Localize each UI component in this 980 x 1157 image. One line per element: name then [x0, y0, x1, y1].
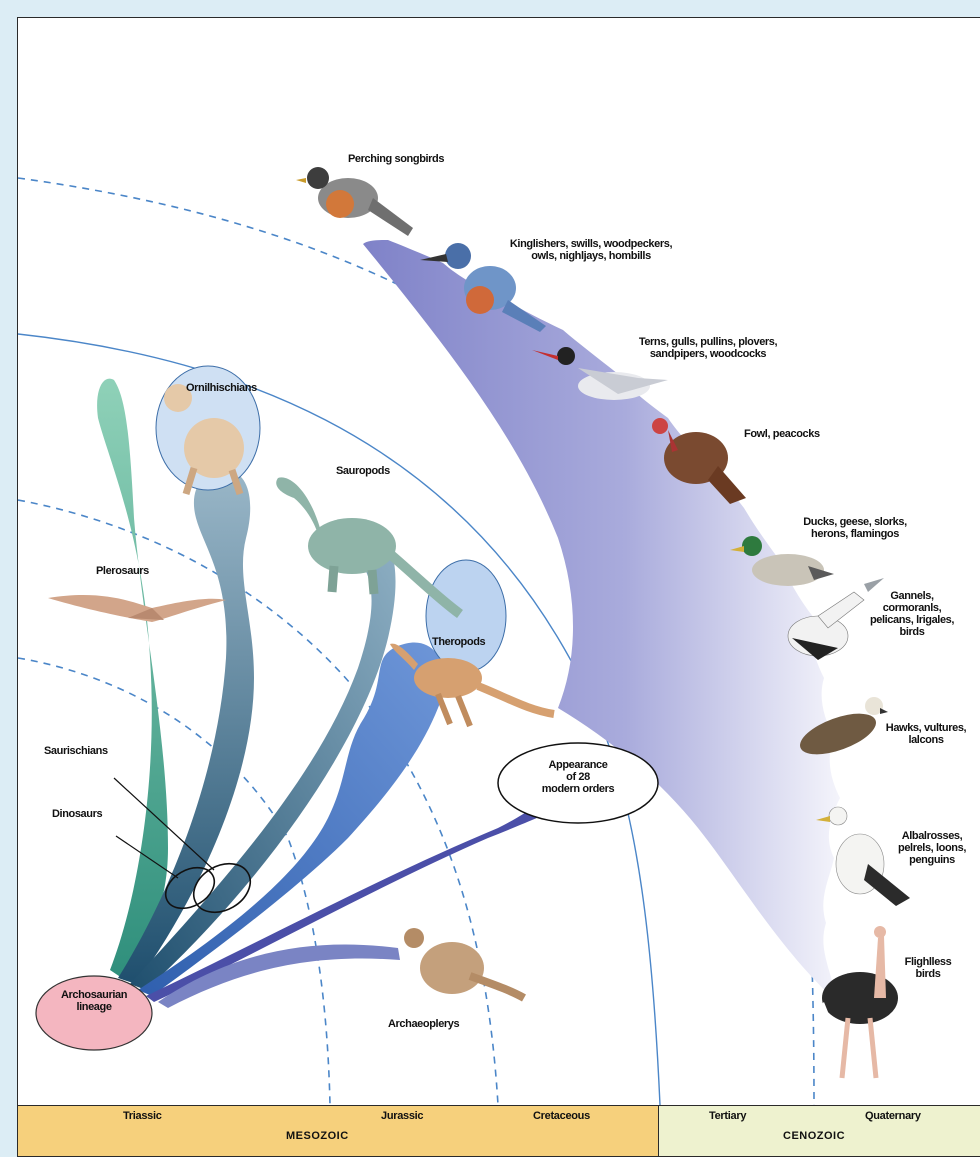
mesozoic-band: Triassic Jurassic Cretaceous MESOZOIC: [18, 1106, 659, 1157]
label-archosaurian: Archosaurian lineage: [38, 989, 150, 1013]
period-triassic: Triassic: [123, 1110, 162, 1122]
label-appearance: Appearance of 28 modern orders: [508, 759, 648, 795]
label-terns: Terns, gulls, pullins, plovers, sandpipe…: [608, 336, 808, 360]
label-theropods: Theropods: [432, 636, 485, 648]
archosaurian-bubble: [36, 976, 152, 1050]
label-line: pelicans, lrigales,: [850, 614, 974, 626]
period-tertiary: Tertiary: [709, 1110, 746, 1122]
label-line: sandpipers, woodcocks: [608, 348, 808, 360]
label-line: birds: [850, 626, 974, 638]
label-fowl: Fowl, peacocks: [744, 428, 820, 440]
theropod-bubble: [426, 560, 506, 672]
label-line: cormoranls,: [850, 602, 974, 614]
label-dinosaurs: Dinosaurs: [52, 808, 102, 820]
label-pterosaurs: Plerosaurs: [96, 565, 149, 577]
label-line: Kinglishers, swills, woodpeckers,: [486, 238, 696, 250]
label-line: lalcons: [874, 734, 978, 746]
label-line: penguins: [884, 854, 980, 866]
label-perching-songbirds: Perching songbirds: [348, 153, 444, 165]
label-sauropods: Sauropods: [336, 465, 390, 477]
label-line: pelrels, loons,: [884, 842, 980, 854]
label-line: Appearance: [508, 759, 648, 771]
label-line: herons, flamingos: [780, 528, 930, 540]
label-line: Gannels,: [850, 590, 974, 602]
label-line: of 28: [508, 771, 648, 783]
label-line: Albalrosses,: [884, 830, 980, 842]
label-line: birds: [888, 968, 968, 980]
era-cenozoic: CENOZOIC: [783, 1130, 845, 1142]
label-line: lineage: [38, 1001, 150, 1013]
period-cretaceous: Cretaceous: [533, 1110, 590, 1122]
pterosaur-branch: [97, 379, 168, 978]
label-line: modern orders: [508, 783, 648, 795]
period-quaternary: Quaternary: [865, 1110, 921, 1122]
cenozoic-band: Tertiary Quaternary CENOZOIC: [659, 1106, 980, 1157]
label-line: Hawks, vultures,: [874, 722, 978, 734]
label-line: Ducks, geese, slorks,: [780, 516, 930, 528]
archaeopteryx-figure: [404, 928, 524, 998]
label-line: Flighlless: [888, 956, 968, 968]
sauropod-figure: [276, 477, 460, 614]
label-gannets: Gannels, cormoranls, pelicans, lrigales,…: [850, 590, 974, 638]
label-line: Archosaurian: [38, 989, 150, 1001]
phylogeny-art: [18, 18, 980, 1105]
label-flightless: Flighlless birds: [888, 956, 968, 980]
pterosaur-figure: [48, 595, 226, 622]
label-saurischians: Saurischians: [44, 745, 108, 757]
label-line: owls, nighljays, hombills: [486, 250, 696, 262]
label-albatrosses: Albalrosses, pelrels, loons, penguins: [884, 830, 980, 866]
label-archaeopteryx: Archaeoplerys: [388, 1018, 459, 1030]
geologic-timeline: Triassic Jurassic Cretaceous MESOZOIC Te…: [18, 1105, 980, 1157]
era-mesozoic: MESOZOIC: [286, 1130, 349, 1142]
label-line: Terns, gulls, pullins, plovers,: [608, 336, 808, 348]
label-ornithischians: Ornilhischians: [186, 382, 257, 394]
label-ducks: Ducks, geese, slorks, herons, flamingos: [780, 516, 930, 540]
label-hawks: Hawks, vultures, lalcons: [874, 722, 978, 746]
perching-songbird-figure: [296, 167, 413, 236]
label-kingfishers: Kinglishers, swills, woodpeckers, owls, …: [486, 238, 696, 262]
period-jurassic: Jurassic: [381, 1110, 423, 1122]
diagram-frame: Perching songbirds Kinglishers, swills, …: [17, 17, 980, 1157]
